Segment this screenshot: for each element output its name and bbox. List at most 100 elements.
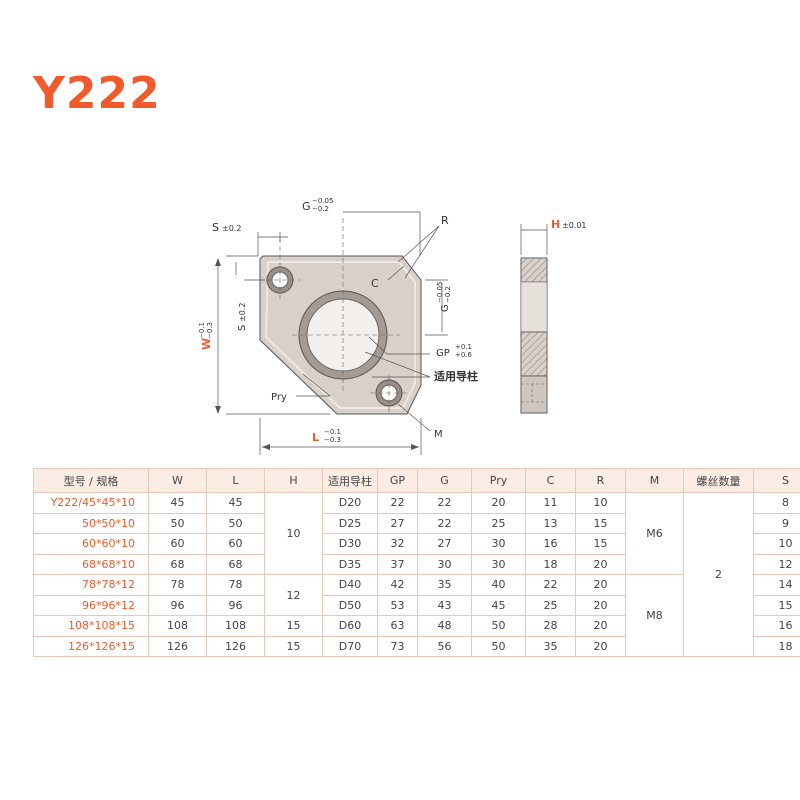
dim-G-right-tol-lower: −0.2 (444, 286, 452, 303)
dimension-arrows (215, 258, 419, 450)
header-guide-post: 适用导柱 (322, 468, 378, 493)
side-view-counterbore (520, 375, 548, 414)
cell-guide-post: D50 (322, 594, 378, 616)
side-view-dimension (520, 224, 548, 255)
cell-W: 68 (148, 553, 207, 575)
cell-R: 20 (575, 553, 626, 575)
page-title: Y222 (33, 68, 161, 119)
cell-model: 78*78*12 (33, 574, 149, 596)
cell-W: 50 (148, 512, 207, 534)
dim-G-tol-lower: −0.2 (312, 205, 329, 213)
dim-R-label: R (441, 214, 449, 227)
cell-M-group: M8 (625, 574, 684, 657)
header-screw-count: 螺丝数量 (683, 468, 754, 493)
cell-Pry: 45 (471, 594, 526, 616)
spec-table-header: 型号 / 规格 W L H 适用导柱 GP G Pry C R M 螺丝数量 S (33, 468, 800, 493)
technical-drawing: G −0.05 −0.2 R S ±0.2 C Pry GP +0.1 +0.6… (198, 197, 587, 455)
cell-W: 60 (148, 533, 207, 555)
cell-guide-post: D40 (322, 574, 378, 596)
cell-L: 78 (206, 574, 265, 596)
dim-L-tol-upper: −0.1 (324, 428, 341, 436)
dim-M-label: M (434, 429, 443, 440)
cell-Pry: 25 (471, 512, 526, 534)
dim-L-tol-lower: −0.3 (324, 436, 341, 444)
dim-L-label: L (312, 431, 319, 444)
cell-L: 68 (206, 553, 265, 575)
cell-C: 22 (525, 574, 576, 596)
table-row: 60*60*10 60 60 D30 32 27 30 16 15 10 (33, 533, 800, 555)
cell-Pry: 50 (471, 615, 526, 637)
dim-S-vert-tol: ±0.2 (238, 303, 247, 322)
cell-C: 16 (525, 533, 576, 555)
header-G: G (417, 468, 472, 493)
table-row: 50*50*10 50 50 D25 27 22 25 13 15 9 (33, 512, 800, 534)
cell-model: 108*108*15 (33, 615, 149, 637)
cell-W: 45 (148, 492, 207, 514)
cell-W: 96 (148, 594, 207, 616)
dim-GP-label: GP (436, 348, 450, 359)
header-GP: GP (377, 468, 418, 493)
cell-R: 20 (575, 594, 626, 616)
cell-L: 50 (206, 512, 265, 534)
header-H: H (264, 468, 323, 493)
dim-W-label: W (200, 338, 213, 350)
spec-table: 型号 / 规格 W L H 适用导柱 GP G Pry C R M 螺丝数量 S… (33, 468, 800, 657)
cell-S: 16 (753, 615, 800, 637)
dim-S-top-tol: ±0.2 (222, 224, 241, 233)
cell-R: 20 (575, 574, 626, 596)
cell-GP: 53 (377, 594, 418, 616)
cell-G: 27 (417, 533, 472, 555)
cell-G: 22 (417, 512, 472, 534)
cell-Pry: 50 (471, 635, 526, 657)
cell-L: 126 (206, 635, 265, 657)
cell-GP: 63 (377, 615, 418, 637)
cell-GP: 32 (377, 533, 418, 555)
cell-C: 25 (525, 594, 576, 616)
cell-Pry: 40 (471, 574, 526, 596)
dim-G-right-tol-upper: −0.05 (436, 282, 444, 303)
cell-Pry: 20 (471, 492, 526, 514)
cell-L: 96 (206, 594, 265, 616)
cell-GP: 37 (377, 553, 418, 575)
side-view-hatch-mid (520, 331, 548, 377)
cell-guide-post: D60 (322, 615, 378, 637)
header-L: L (206, 468, 265, 493)
cell-GP: 42 (377, 574, 418, 596)
header-C: C (525, 468, 576, 493)
cell-W: 78 (148, 574, 207, 596)
cell-guide-post: D35 (322, 553, 378, 575)
cell-C: 35 (525, 635, 576, 657)
cell-model: 50*50*10 (33, 512, 149, 534)
header-S: S (753, 468, 800, 493)
guide-plate-highlight (264, 261, 416, 409)
cell-G: 30 (417, 553, 472, 575)
dim-G-tol-upper: −0.05 (312, 197, 333, 205)
dim-W-tol-lower: −0.3 (206, 322, 214, 339)
dim-Pry-label: Pry (271, 392, 287, 403)
dim-S-vert-label: S (237, 325, 248, 331)
cell-W: 126 (148, 635, 207, 657)
cell-model: 126*126*15 (33, 635, 149, 657)
cell-S: 14 (753, 574, 800, 596)
header-model: 型号 / 规格 (33, 468, 149, 493)
cell-R: 10 (575, 492, 626, 514)
cell-S: 15 (753, 594, 800, 616)
header-W: W (148, 468, 207, 493)
cell-guide-post: D70 (322, 635, 378, 657)
cell-model: 60*60*10 (33, 533, 149, 555)
guide-post-label: 适用导柱 (434, 369, 478, 383)
cell-G: 43 (417, 594, 472, 616)
cell-S: 9 (753, 512, 800, 534)
cell-screw-count: 2 (683, 492, 754, 657)
cell-R: 15 (575, 512, 626, 534)
cell-guide-post: D25 (322, 512, 378, 534)
cell-R: 20 (575, 615, 626, 637)
dim-H-tol: ±0.01 (562, 221, 587, 230)
cell-L: 45 (206, 492, 265, 514)
dim-S-top-label: S (212, 221, 219, 234)
cell-G: 48 (417, 615, 472, 637)
cell-S: 12 (753, 553, 800, 575)
cell-H-group: 12 (264, 574, 323, 616)
cell-L: 60 (206, 533, 265, 555)
cell-model: Y222/45*45*10 (33, 492, 149, 514)
